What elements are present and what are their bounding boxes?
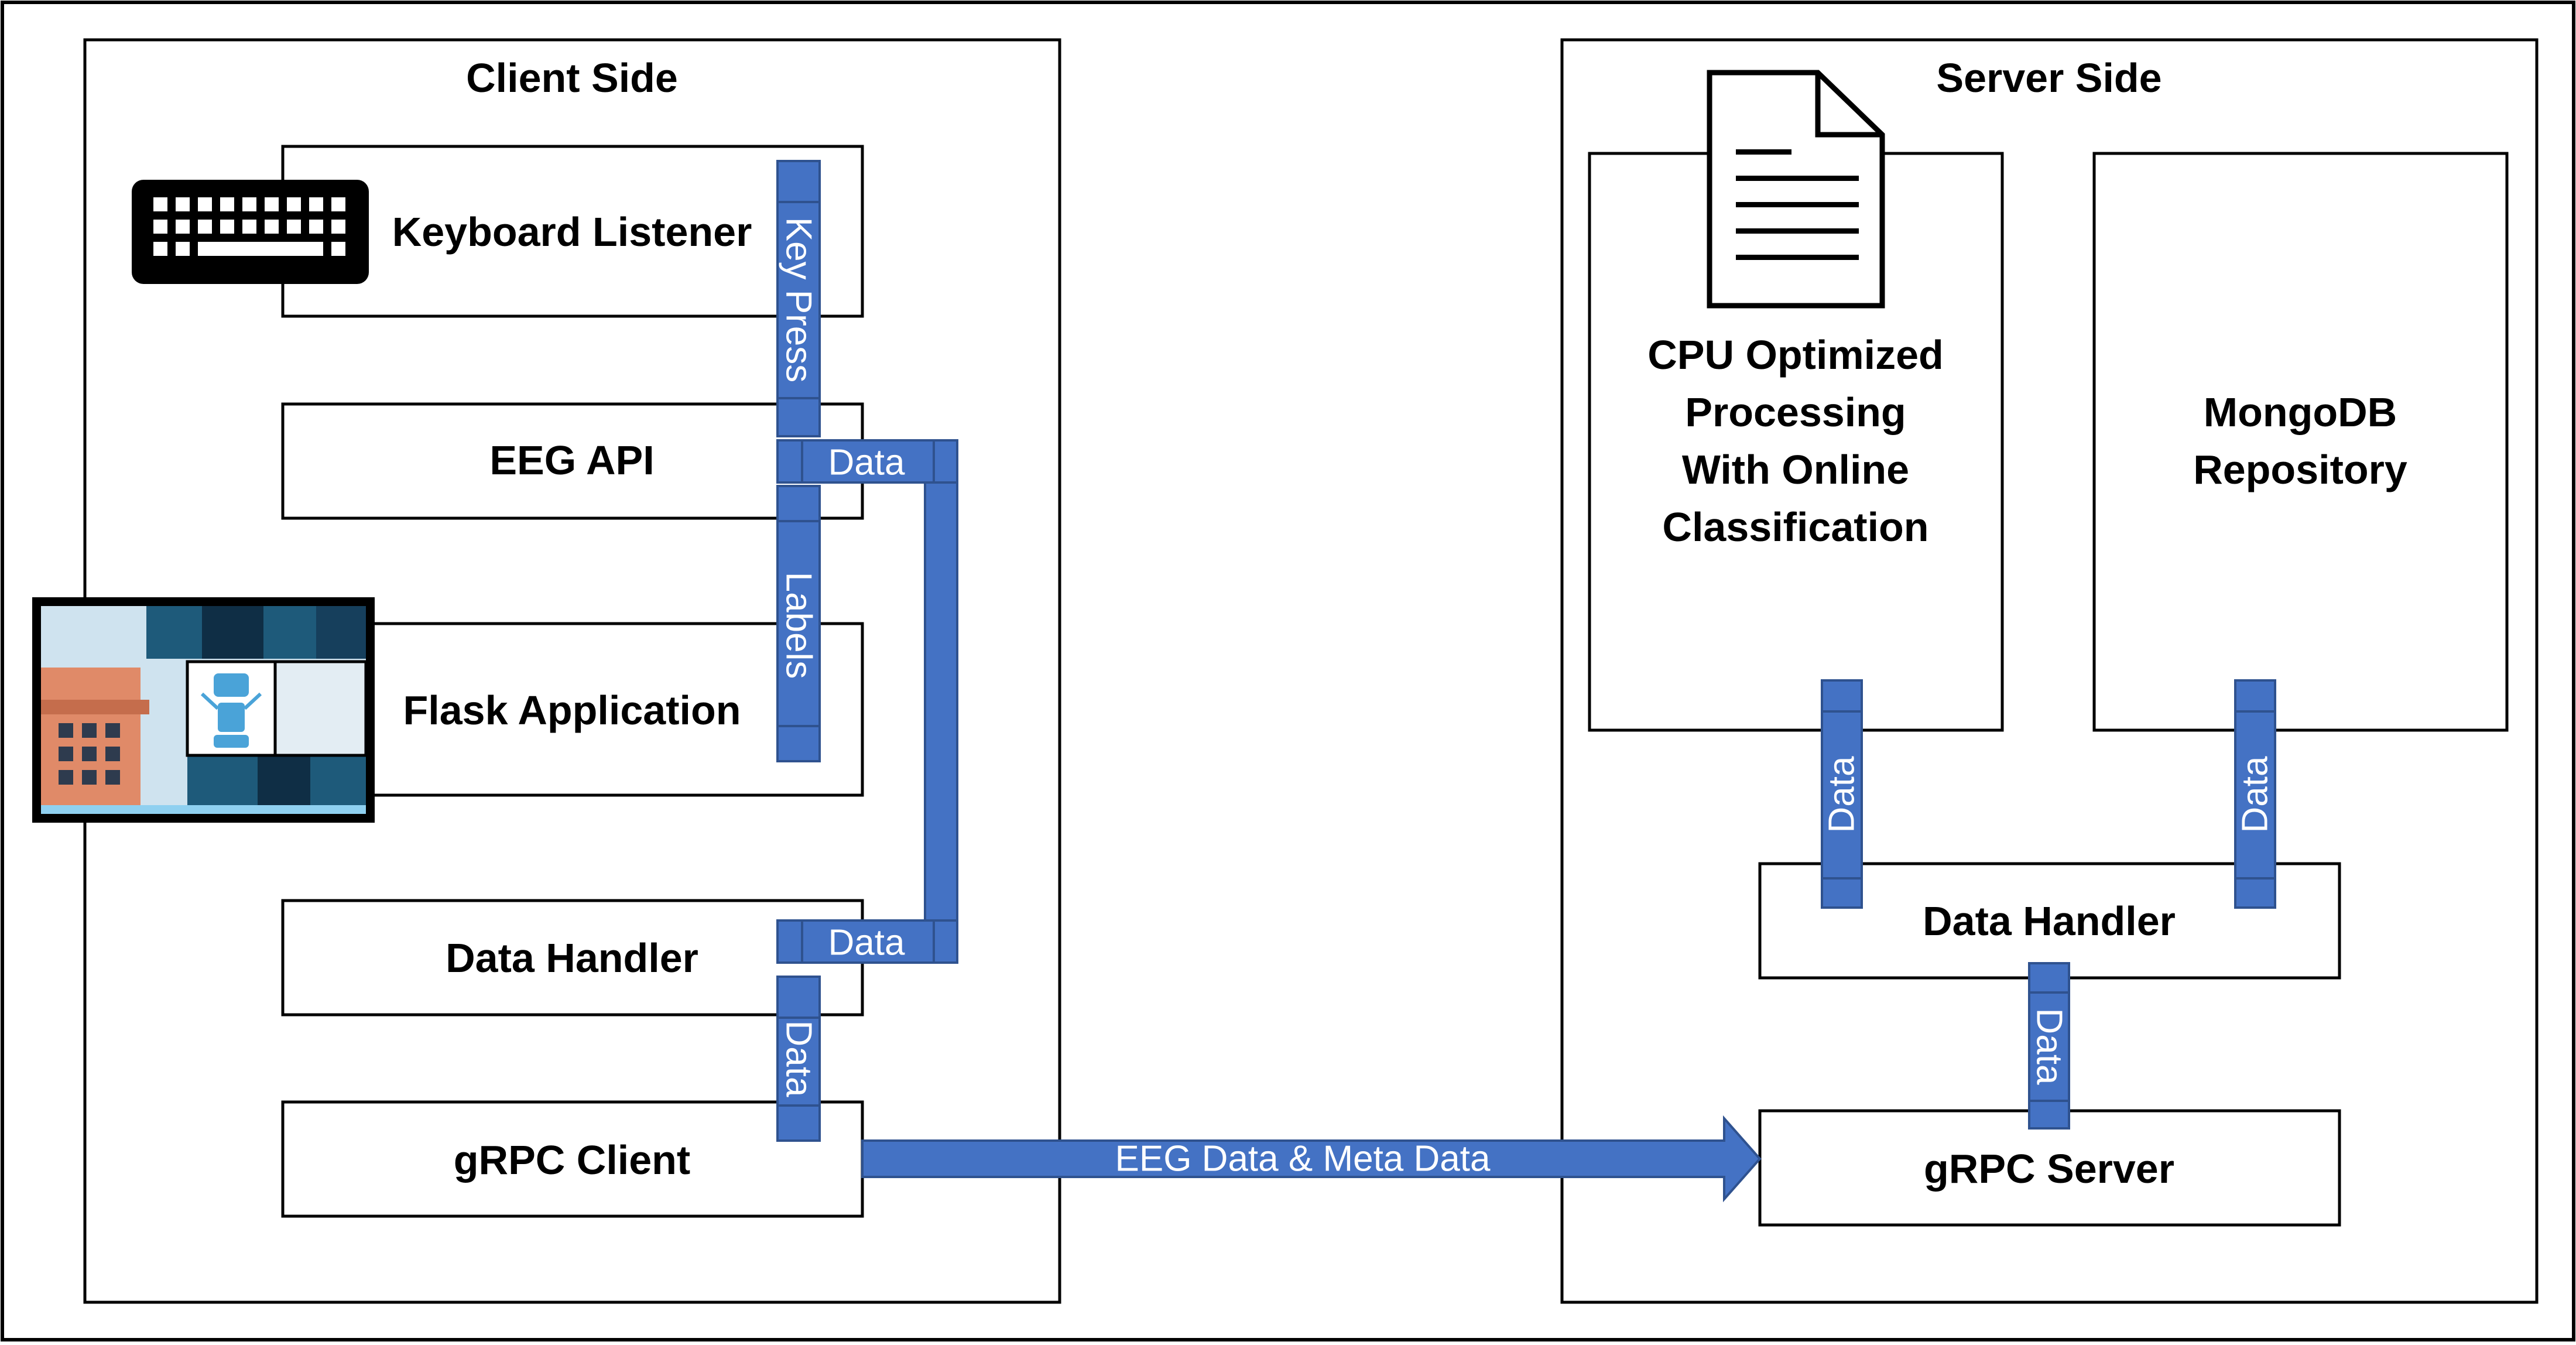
eeg-api-data-label: Data [828, 443, 905, 483]
labels-label: Labels [779, 572, 819, 679]
cpu-processing-label-line4: Classification [1662, 504, 1928, 550]
client-handler-grpc-label: Data [779, 1021, 819, 1097]
cpu-data-label: Data [1822, 756, 1862, 833]
eeg-meta-data-arrow: EEG Data & Meta Data [861, 1115, 1762, 1203]
labels-pipe: Labels [776, 485, 821, 762]
mongodb-data-label: Data [2235, 756, 2276, 833]
cpu-data-pipe: Data [1821, 679, 1863, 909]
flask-application-box: Flask Application [281, 622, 864, 797]
server-handler-grpc-label: Data [2029, 1008, 2070, 1085]
eeg-api-data-pipe: Data Data [776, 439, 958, 964]
key-press-label: Key Press [779, 217, 819, 383]
grpc-client-label: gRPC Client [454, 1137, 690, 1183]
cpu-processing-box: CPU Optimized Processing With Online Cla… [1588, 152, 2004, 732]
eeg-api-label: EEG API [489, 437, 654, 483]
eeg-meta-data-label: EEG Data & Meta Data [1115, 1139, 1491, 1179]
eeg-api-box: EEG API [281, 402, 864, 520]
keyboard-listener-box: Keyboard Listener [281, 145, 864, 318]
keyboard-icon [132, 180, 369, 284]
client-data-handler-label: Data Handler [446, 935, 698, 981]
cpu-processing-label-line3: With Online [1682, 447, 1909, 492]
key-press-pipe: Key Press [776, 160, 821, 437]
client-data-handler-box: Data Handler [281, 899, 864, 1017]
cpu-processing-label-line2: Processing [1685, 389, 1906, 435]
server-handler-grpc-pipe: Data [2028, 962, 2070, 1130]
mongodb-repository-box: MongoDB Repository [2092, 152, 2509, 732]
client-side-title: Client Side [466, 55, 678, 101]
grpc-server-label: gRPC Server [1924, 1146, 2174, 1192]
server-side-title: Server Side [1936, 55, 2161, 101]
data-handler-in-label: Data [828, 923, 905, 963]
robot-app-screenshot-icon [32, 597, 375, 823]
server-data-handler-label: Data Handler [1923, 898, 2176, 944]
grpc-server-box: gRPC Server [1758, 1109, 2341, 1227]
mongodb-label-line2: Repository [2193, 447, 2407, 492]
mongodb-data-pipe: Data [2234, 679, 2276, 909]
cpu-processing-label-line1: CPU Optimized [1647, 332, 1944, 378]
client-handler-grpc-pipe: Data [776, 976, 821, 1142]
mongodb-label-line1: MongoDB [2204, 389, 2397, 435]
keyboard-listener-label: Keyboard Listener [392, 209, 752, 255]
document-icon [1707, 70, 1885, 309]
flask-application-label: Flask Application [403, 687, 741, 733]
grpc-client-box: gRPC Client [281, 1100, 864, 1218]
